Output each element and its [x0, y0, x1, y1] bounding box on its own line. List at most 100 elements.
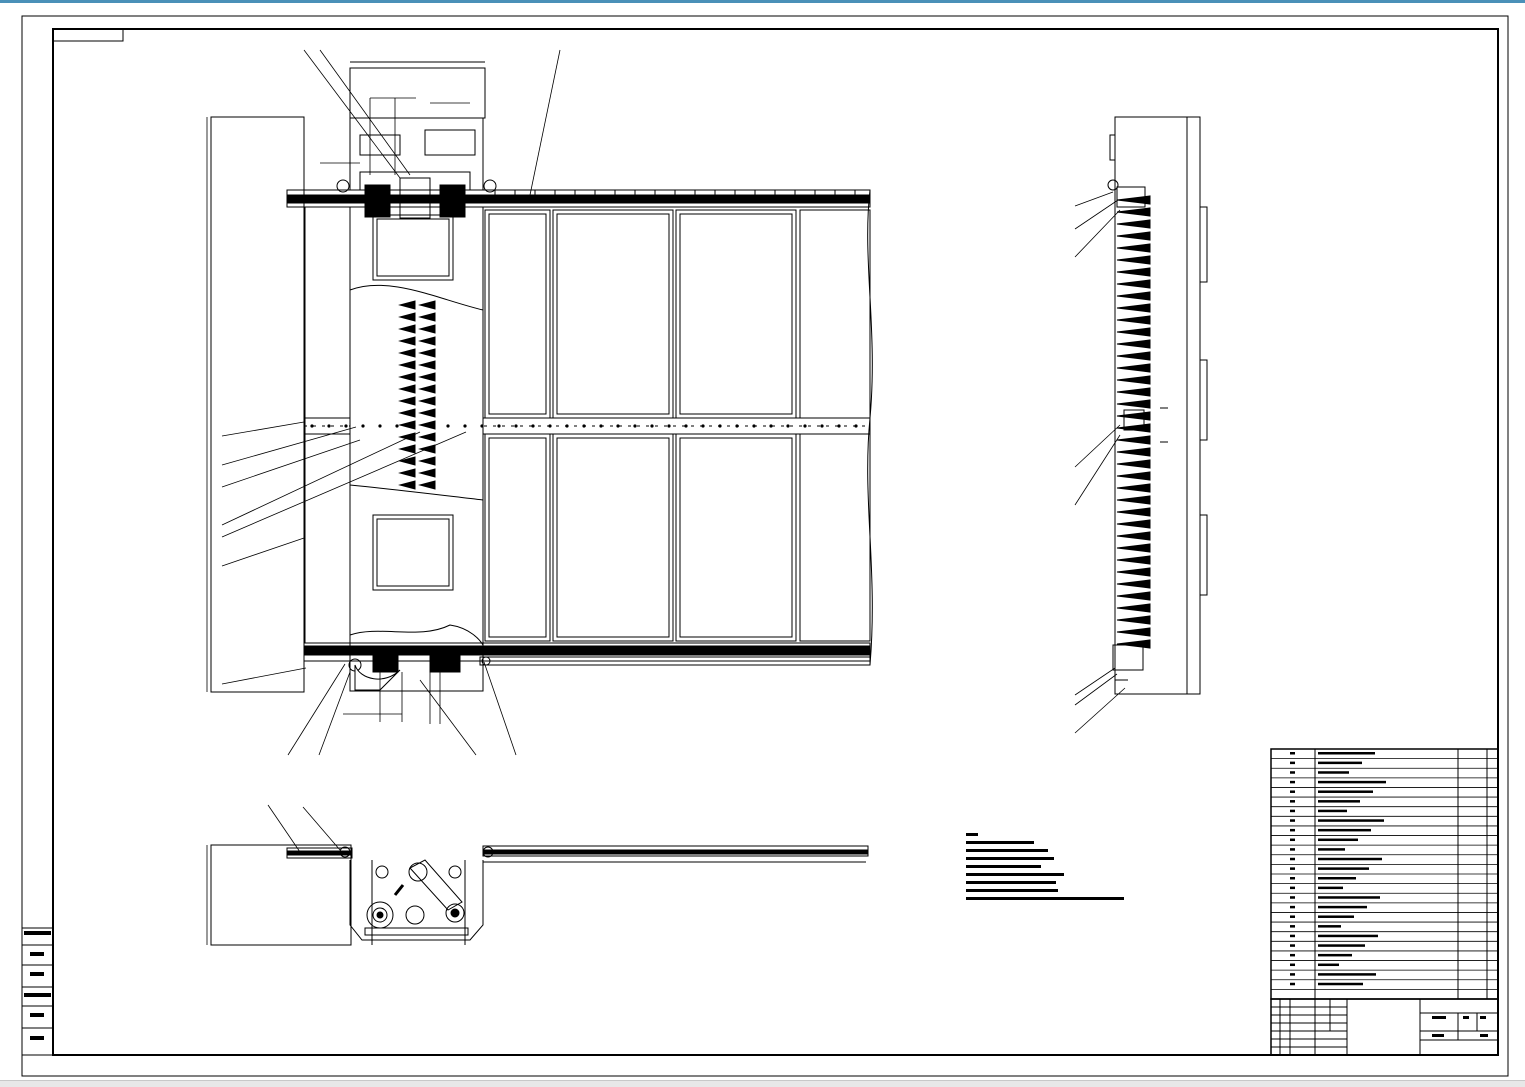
bom-cell-text — [1318, 819, 1384, 822]
bom-cell-text — [1318, 809, 1347, 813]
bom-item-number — [1290, 790, 1295, 793]
rail-marker — [378, 424, 382, 428]
bom-cell-text — [1318, 877, 1356, 880]
rail-marker — [582, 424, 586, 428]
rail-marker — [684, 424, 688, 428]
side-slat — [1116, 411, 1151, 421]
bom-item-number — [1290, 819, 1295, 822]
bom-item-number — [1290, 953, 1295, 957]
bom-cell-text — [1318, 848, 1345, 851]
side-slat — [1116, 603, 1151, 613]
side-slat — [1116, 303, 1151, 313]
side-slat — [1116, 363, 1151, 373]
slat — [398, 336, 416, 346]
bom-cell-text — [1318, 771, 1349, 774]
side-slat — [1116, 531, 1151, 541]
side-slat — [1116, 387, 1151, 397]
slat — [418, 396, 436, 406]
slat — [418, 324, 436, 334]
bom-item-number — [1290, 771, 1295, 774]
slat — [418, 480, 436, 490]
rail-marker — [361, 424, 365, 428]
side-slat — [1116, 435, 1151, 445]
side-slat — [1116, 495, 1151, 505]
rail-marker — [803, 424, 807, 428]
bom-cell-text — [1318, 925, 1341, 928]
rail-marker — [769, 424, 773, 428]
title-block — [1270, 998, 1499, 1056]
bom-cell-text — [1318, 867, 1369, 870]
side-slat — [1116, 423, 1151, 433]
slat — [398, 480, 416, 490]
bom-cell-text — [1318, 800, 1360, 803]
slat — [398, 468, 416, 478]
side-slat — [1116, 459, 1151, 469]
side-slat — [1116, 399, 1151, 409]
bom-item-number — [1290, 944, 1295, 947]
side-slat — [1116, 555, 1151, 565]
side-slat — [1116, 579, 1151, 589]
side-view-slats — [1116, 195, 1151, 649]
side-slat — [1116, 351, 1151, 361]
bom-cell-text — [1318, 905, 1367, 909]
rail-marker — [701, 424, 705, 428]
rail-marker — [514, 424, 518, 428]
top-view — [210, 844, 869, 946]
slat — [398, 444, 416, 454]
side-slat — [1116, 543, 1151, 553]
rail-marker — [820, 424, 824, 428]
bom-cell-text — [1318, 761, 1362, 765]
front-view-track-ticks — [494, 190, 856, 195]
slat — [398, 300, 416, 310]
bom-item-number — [1290, 838, 1295, 842]
top-view-leaders — [206, 804, 341, 945]
rail-marker — [463, 424, 467, 428]
slat — [418, 468, 436, 478]
slat — [418, 432, 436, 442]
side-slat — [1116, 327, 1151, 337]
bom-item-number — [1290, 982, 1295, 986]
technical-notes — [966, 833, 1124, 900]
slat — [398, 408, 416, 418]
bom-item-number — [1290, 905, 1295, 909]
side-slat — [1116, 267, 1151, 277]
rail-marker — [446, 424, 450, 428]
bom-item-number — [1290, 973, 1295, 976]
rail-marker — [854, 424, 858, 428]
bom-cell-text — [1318, 963, 1339, 967]
rail-marker — [310, 424, 314, 428]
bom-cell-text — [1318, 857, 1382, 861]
bom-item-number — [1290, 896, 1295, 899]
window-bottom-rule — [0, 1080, 1525, 1087]
sheet-inner-border — [52, 28, 1499, 1056]
rail-marker — [752, 424, 756, 428]
slat — [398, 372, 416, 382]
sheet-outer-border — [21, 15, 1509, 1077]
bom-cell-text — [1318, 780, 1386, 784]
side-slat — [1116, 507, 1151, 517]
slat — [398, 360, 416, 370]
bom-cell-text — [1318, 828, 1371, 832]
slat — [418, 456, 436, 466]
window-top-rule — [0, 0, 1525, 3]
slat — [398, 432, 416, 442]
side-slat — [1116, 639, 1151, 649]
bom-cell-text — [1318, 752, 1375, 755]
bom-item-number — [1290, 915, 1295, 918]
side-slat — [1116, 483, 1151, 493]
rail-marker — [599, 424, 603, 428]
side-slat — [1116, 627, 1151, 637]
slat — [398, 456, 416, 466]
bom-cell-text — [1318, 953, 1352, 957]
slat — [398, 312, 416, 322]
rail-marker — [344, 424, 348, 428]
bom-item-number — [1290, 877, 1295, 880]
side-slat — [1116, 207, 1151, 217]
bom-item-number — [1290, 848, 1295, 851]
bom-item-number — [1290, 934, 1295, 938]
bom-item-number — [1290, 761, 1295, 765]
bom-item-number — [1290, 780, 1295, 784]
side-slat — [1116, 447, 1151, 457]
bom-cell-text — [1318, 838, 1358, 842]
